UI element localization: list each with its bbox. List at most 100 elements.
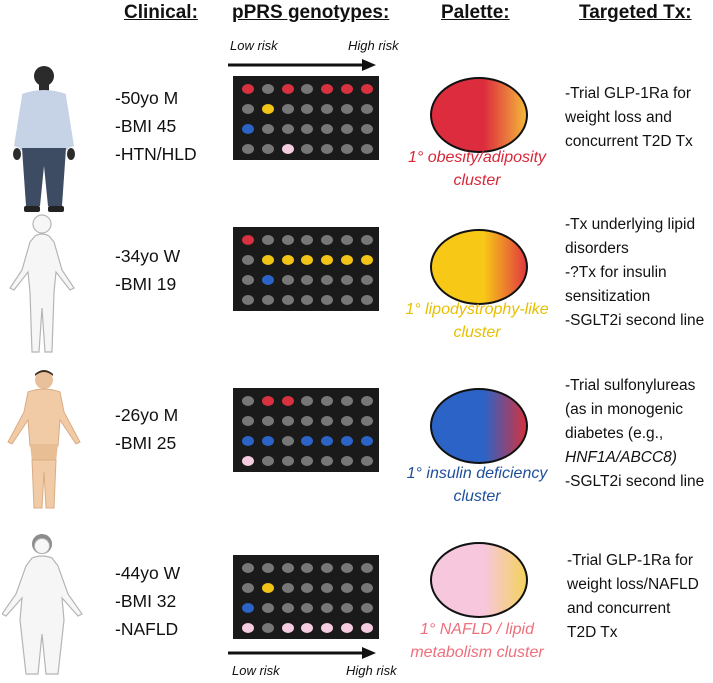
genotype-grid-row1 — [233, 76, 379, 160]
genotype-grid-row2 — [233, 227, 379, 311]
genotype-dot-gray — [360, 104, 373, 114]
genotype-dot-blue — [301, 436, 314, 446]
genotype-dot-gray — [360, 295, 373, 305]
genotype-dot-yellow — [261, 255, 274, 265]
genotype-dot-gray — [360, 456, 373, 466]
genotype-dot-pink — [360, 623, 373, 633]
genotype-dot-gray — [301, 603, 314, 613]
tx-list-row4: -Trial GLP-1Ra for weight loss/NAFLD and… — [567, 549, 699, 645]
genotype-dot-gray — [321, 104, 334, 114]
genotype-dot-yellow — [360, 255, 373, 265]
genotype-dot-red — [321, 84, 334, 94]
genotype-dot-gray — [261, 235, 274, 245]
tx-line: and concurrent — [567, 600, 671, 617]
genotype-dot-pink — [281, 144, 294, 154]
genotype-dot-red — [281, 84, 294, 94]
genotype-dot-red — [261, 396, 274, 406]
tx-line: weight loss and — [565, 109, 672, 126]
genotype-dot-yellow — [281, 255, 294, 265]
genotype-dot-gray — [360, 275, 373, 285]
tx-line: -Tx underlying lipid — [565, 216, 696, 233]
genotype-dot-gray — [341, 144, 353, 154]
genotype-dot-gray — [360, 583, 373, 593]
genotype-dot-gray — [301, 563, 314, 573]
genotype-dot-gray — [341, 124, 353, 134]
palette-circle-row2 — [430, 229, 528, 305]
genotype-dot-gray — [301, 104, 314, 114]
tx-list-row3: -Trial sulfonylureas (as in monogenic di… — [565, 374, 704, 494]
genotype-dot-red — [341, 84, 353, 94]
cluster-label-row3: 1° insulin deficiency cluster — [406, 465, 548, 505]
genotype-dot-yellow — [341, 255, 353, 265]
tx-line: disorders — [565, 240, 629, 257]
tx-list-row1: -Trial GLP-1Ra for weight loss and concu… — [565, 82, 693, 154]
genotype-dot-gray — [321, 295, 334, 305]
genotype-dot-gray — [281, 456, 294, 466]
genotype-grid-row4 — [233, 555, 379, 639]
tx-line: sensitization — [565, 288, 651, 305]
genotype-dot-gray — [242, 583, 254, 593]
tx-line: T2D Tx — [567, 624, 618, 641]
genotype-dot-gray — [301, 124, 314, 134]
cluster-label-row2: 1° lipodystrophy-like cluster — [405, 301, 549, 341]
genotype-dot-gray — [281, 563, 294, 573]
clinical-item: -NAFLD — [115, 619, 179, 639]
tx-line: -SGLT2i second line — [565, 312, 705, 329]
genotype-dot-gray — [341, 235, 353, 245]
genotype-dot-gray — [360, 416, 373, 426]
genotype-dot-gray — [261, 456, 274, 466]
genotype-dot-gray — [301, 275, 314, 285]
genotype-dot-gray — [242, 275, 254, 285]
person-outline-female-icon — [9, 214, 75, 353]
genotype-dot-gray — [242, 295, 254, 305]
genotype-dot-gray — [301, 456, 314, 466]
genotype-dot-gray — [301, 235, 314, 245]
palette-circle-row1 — [430, 77, 528, 153]
genotype-dot-gray — [281, 104, 294, 114]
genotype-dot-blue — [261, 436, 274, 446]
person-dark-male-icon — [13, 66, 75, 212]
genotype-dot-pink — [242, 456, 254, 466]
genotype-dot-blue — [242, 124, 254, 134]
high-risk-label-bottom: High risk — [346, 663, 397, 678]
genotype-dot-gray — [321, 583, 334, 593]
genotype-dot-gray — [281, 275, 294, 285]
genotype-dot-pink — [321, 623, 334, 633]
genotype-dot-gray — [321, 396, 334, 406]
clinical-item: -BMI 25 — [115, 433, 177, 453]
genotype-dot-blue — [341, 436, 353, 446]
clinical-list-row2: -34yo W -BMI 19 — [115, 242, 180, 298]
genotype-dot-gray — [261, 623, 274, 633]
genotype-dot-yellow — [261, 583, 274, 593]
genotype-dot-gray — [242, 104, 254, 114]
genotype-dot-gray — [301, 583, 314, 593]
genotype-dot-blue — [242, 603, 254, 613]
genotype-dot-gray — [261, 144, 274, 154]
genotype-dot-gray — [242, 416, 254, 426]
genotype-dot-gray — [360, 235, 373, 245]
genotype-dot-gray — [281, 583, 294, 593]
low-risk-label-top: Low risk — [230, 38, 278, 53]
genotype-grid-row3 — [233, 388, 379, 472]
genotype-dot-gray — [301, 295, 314, 305]
header-clinical: Clinical: — [124, 2, 198, 23]
genotype-dot-yellow — [321, 255, 334, 265]
clinical-item: -34yo W — [115, 246, 181, 266]
genotype-dot-gray — [341, 416, 353, 426]
tx-line: -SGLT2i second line — [565, 473, 705, 490]
genotype-dot-gray — [360, 603, 373, 613]
genotype-dot-gray — [341, 583, 353, 593]
genotype-dot-gray — [360, 124, 373, 134]
genotype-dot-gray — [242, 144, 254, 154]
genotype-dot-gray — [321, 416, 334, 426]
genotype-dot-blue — [360, 436, 373, 446]
genotype-dot-gray — [360, 144, 373, 154]
genotype-dot-yellow — [301, 255, 314, 265]
genotype-dot-blue — [321, 436, 334, 446]
genotype-dot-gray — [360, 563, 373, 573]
tx-line: weight loss/NAFLD — [567, 576, 699, 593]
cluster-label-row4: 1° NAFLD / lipid metabolism cluster — [410, 621, 544, 661]
genotype-dot-pink — [242, 623, 254, 633]
genotype-dot-gray — [321, 144, 334, 154]
risk-arrow-bottom-icon — [228, 647, 376, 659]
